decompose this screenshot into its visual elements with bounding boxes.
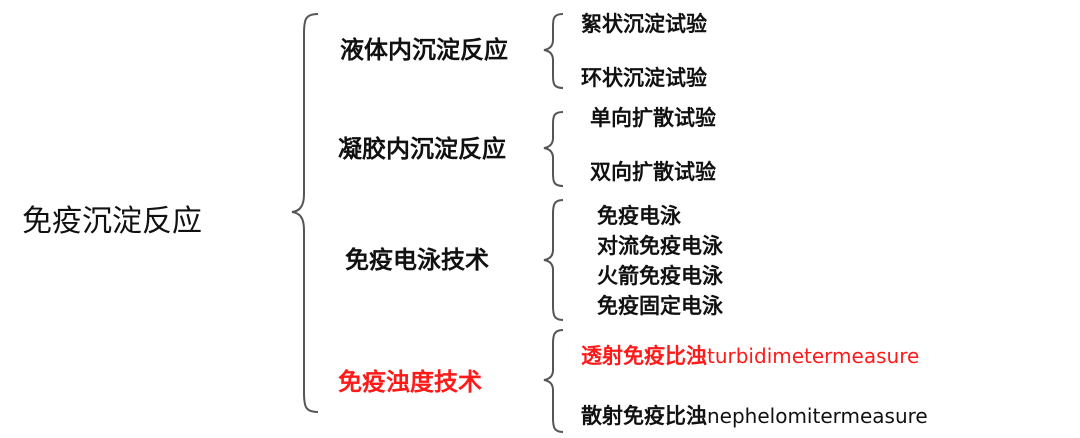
item-immunoelectrophoresis: 免疫电泳	[597, 204, 681, 228]
item-scatter-nephelometry-term: nephelomitermeasure	[707, 404, 928, 428]
item-scatter-nephelometry: 散射免疫比浊nephelomitermeasure	[581, 406, 928, 427]
group-brace-2	[543, 111, 564, 187]
group-brace-1	[543, 13, 564, 89]
category-gel-precipitation: 凝胶内沉淀反应	[338, 135, 506, 163]
root-brace	[291, 13, 319, 413]
item-immunofixation-electrophoresis: 免疫固定电泳	[597, 294, 723, 318]
item-single-diffusion-test: 单向扩散试验	[590, 106, 716, 130]
item-rocket-immunoelectrophoresis: 火箭免疫电泳	[597, 264, 723, 288]
root-label: 免疫沉淀反应	[22, 204, 202, 239]
group-brace-3	[543, 199, 564, 321]
category-immunoelectrophoresis: 免疫电泳技术	[345, 246, 489, 274]
item-ring-precipitation-test: 环状沉淀试验	[581, 66, 707, 90]
item-counter-immunoelectrophoresis: 对流免疫电泳	[597, 234, 723, 258]
item-transmission-turbidimetry-label: 透射免疫比浊	[581, 344, 707, 368]
item-double-diffusion-test: 双向扩散试验	[590, 160, 716, 184]
item-flocculation-test: 絮状沉淀试验	[581, 12, 707, 36]
item-transmission-turbidimetry-term: turbidimetermeasure	[707, 344, 920, 368]
item-scatter-nephelometry-label: 散射免疫比浊	[581, 404, 707, 428]
category-immunoturbidimetry: 免疫浊度技术	[338, 368, 482, 396]
group-brace-4	[543, 329, 564, 433]
category-liquid-precipitation: 液体内沉淀反应	[340, 36, 508, 64]
item-transmission-turbidimetry: 透射免疫比浊turbidimetermeasure	[581, 346, 919, 367]
